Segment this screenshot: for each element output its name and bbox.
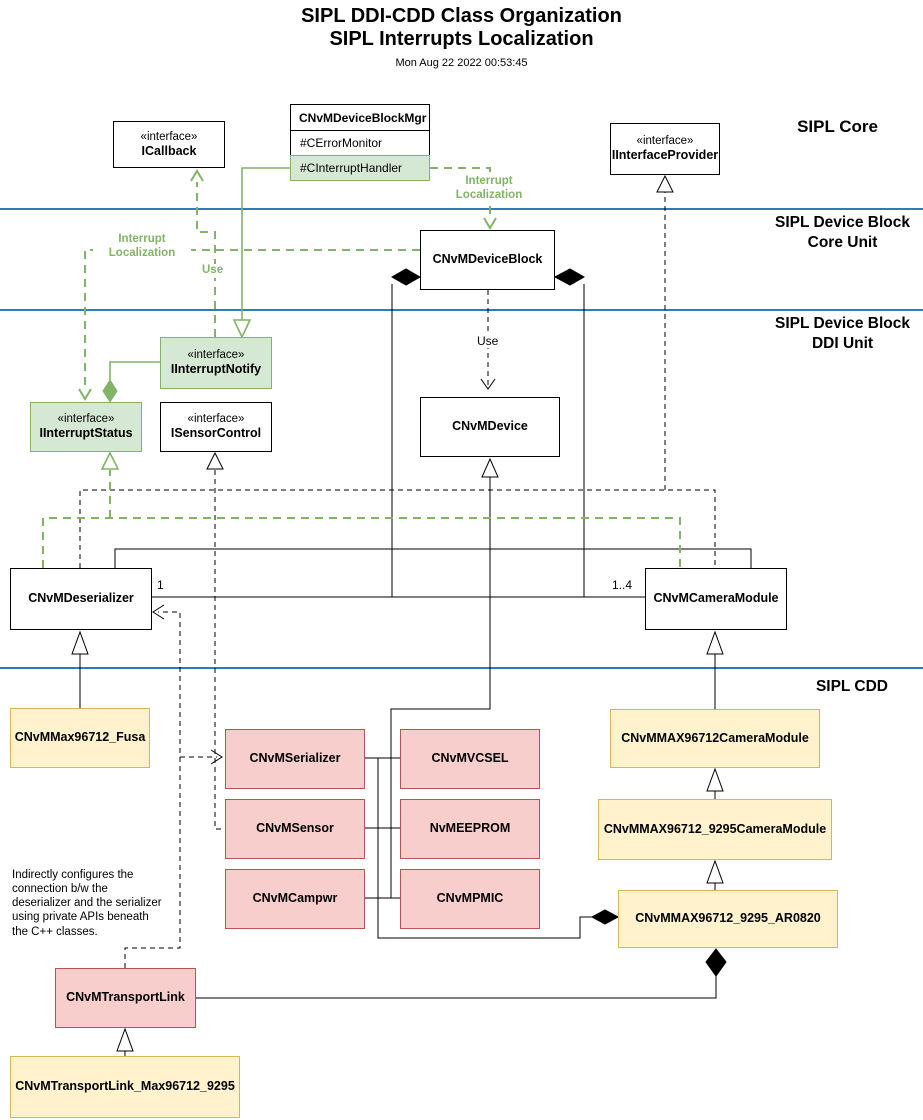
class-max96712-camera-module: CNvMMAX96712CameraModule [610, 709, 820, 768]
class-name: IInterruptStatus [39, 426, 133, 441]
composition-ar0820-transportlink [196, 948, 727, 999]
edge-label-multiplicity-1: 1 [155, 578, 166, 592]
generalization-components-device [365, 457, 499, 899]
class-name: CNvMTransportLink [66, 990, 185, 1005]
class-iinterrupt-status: «interface» IInterruptStatus [30, 402, 142, 452]
class-eeprom: NvMEEPROM [400, 799, 540, 859]
class-name: CNvMDeviceBlockMgr [299, 111, 427, 125]
composition-iinterruptnotify-iinterruptstatus [102, 361, 160, 403]
class-name: CNvMTransportLink_Max96712_9295 [15, 1079, 235, 1094]
class-name: ICallback [141, 143, 197, 158]
class-name: CNvMMAX96712_9295_AR0820 [635, 911, 821, 926]
layer-label-sipl-core: SIPL Core [797, 117, 878, 136]
generalization-mgr-iinterruptnotify [232, 167, 290, 339]
dependency-transportlink-deserializer-serializer [124, 604, 223, 968]
stereotype: «interface» [57, 413, 115, 425]
generalization-max96712cm-cameramodule [706, 630, 724, 709]
class-max96712-9295-camera-module: CNvMMAX96712_9295CameraModule [598, 799, 832, 860]
class-name: CNvMDeserializer [28, 591, 134, 606]
dependency-interrupt-localization-right [430, 167, 497, 230]
class-serializer: CNvMSerializer [225, 729, 365, 789]
class-iinterrupt-notify: «interface» IInterruptNotify [160, 337, 272, 389]
class-max96712-fusa: CNvMMax96712_Fusa [10, 708, 150, 768]
composition-ar0820-components [377, 758, 620, 939]
title-date: Mon Aug 22 2022 00:53:45 [395, 57, 528, 69]
class-name: CNvMPMIC [436, 891, 504, 906]
layer-label-sipl-cdd: SIPL CDD [815, 678, 888, 695]
class-transport-link: CNvMTransportLink [55, 968, 196, 1028]
class-deserializer: CNvMDeserializer [10, 568, 152, 630]
class-name: CNvMCampwr [252, 891, 338, 906]
class-name: IInterruptNotify [170, 362, 262, 377]
class-name: CNvMSerializer [249, 751, 341, 766]
realization-isensorcontrol-sensor [206, 451, 225, 830]
association-deserializer-cameramodule [114, 548, 752, 598]
member-cerrormonitor: #CErrorMonitor [291, 130, 429, 155]
class-name: CNvMDevice [452, 419, 528, 434]
class-isensor-control: «interface» ISensorControl [160, 402, 272, 452]
stereotype: «interface» [140, 130, 198, 143]
class-device-block: CNvMDeviceBlock [420, 230, 555, 290]
title-line-1: SIPL DDI-CDD Class Organization [301, 5, 622, 27]
class-transport-link-max96712-9295: CNvMTransportLink_Max96712_9295 [10, 1056, 240, 1118]
class-camera-module: CNvMCameraModule [645, 568, 787, 630]
stereotype: «interface» [636, 135, 694, 147]
layer-label-device-block-ddi: SIPL Device Block DDI Unit [775, 315, 910, 353]
class-name: CNvMSensor [256, 821, 334, 836]
realization-iinterfaceprovider [79, 174, 716, 568]
layer-divider-lines [0, 208, 923, 669]
generalization-9295cm-max96712cm [706, 767, 724, 799]
class-icallback: «interface» ICallback [113, 121, 225, 168]
class-name: NvMEEPROM [429, 821, 511, 836]
class-name: ISensorControl [170, 426, 262, 441]
generalization-transportlinkmax-transportlink [116, 1027, 134, 1056]
class-max96712-9295-ar0820: CNvMMAX96712_9295_AR0820 [618, 890, 838, 948]
class-pmic: CNvMPMIC [400, 869, 540, 929]
class-name: CNvMMax96712_Fusa [14, 730, 146, 745]
stereotype: «interface» [187, 413, 245, 425]
class-sensor: CNvMSensor [225, 799, 365, 859]
dependency-interrupt-localization-left [78, 249, 420, 401]
stereotype: «interface» [187, 349, 245, 361]
generalization-ar0820-9295cm [706, 859, 724, 890]
class-name: CNvMMAX96712_9295CameraModule [603, 821, 827, 836]
edge-label-use-interface: Use [200, 264, 226, 278]
note-transport-link: Indirectly configures the connection b/w… [12, 869, 162, 938]
edge-label-multiplicity-1-4: 1..4 [610, 578, 635, 592]
composition-deviceblock-deserializer [390, 268, 422, 597]
class-name: CNvMCameraModule [653, 591, 779, 606]
edge-label-interrupt-localization-left: Interrupt Localization [93, 233, 191, 261]
class-device: CNvMDevice [420, 397, 560, 457]
diagram-title: SIPL DDI-CDD Class Organization SIPL Int… [0, 2, 923, 69]
class-vcsel: CNvMVCSEL [400, 729, 540, 789]
edge-label-use-device: Use [475, 334, 501, 348]
class-name: CNvMMAX96712CameraModule [621, 730, 809, 745]
generalization-fusa-deserializer [71, 630, 89, 708]
composition-deviceblock-cameramodule [553, 268, 586, 597]
layer-label-device-block-core: SIPL Device Block Core Unit [775, 214, 910, 252]
class-name: CNvMDeviceBlock [432, 252, 543, 267]
dependency-iinterruptnotify-icallback [190, 169, 216, 337]
member-cinterrupthandler: #CInterruptHandler [290, 155, 430, 181]
class-name: IInterfaceProvider [611, 148, 719, 163]
edge-label-interrupt-localization-right: Interrupt Localization [440, 175, 538, 203]
title-line-2: SIPL Interrupts Localization [329, 28, 594, 50]
class-campwr: CNvMCampwr [225, 869, 365, 929]
class-name: CNvMVCSEL [431, 751, 509, 766]
class-iinterface-provider: «interface» IInterfaceProvider [610, 123, 720, 175]
realization-iinterruptstatus [42, 451, 681, 568]
class-device-block-mgr: CNvMDeviceBlockMgr #CErrorMonitor #CInte… [290, 104, 430, 181]
